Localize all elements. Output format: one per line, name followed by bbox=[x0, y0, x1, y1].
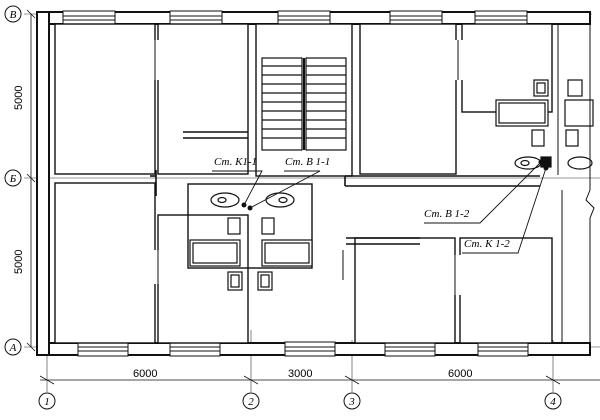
dim-v-1: 5000 bbox=[13, 86, 25, 110]
break-line bbox=[557, 12, 595, 355]
col-axis-2: 2 bbox=[248, 396, 254, 408]
col-axis-1: 1 bbox=[44, 396, 50, 408]
row-axis-markers bbox=[4, 5, 22, 356]
row-axis-a: А bbox=[9, 342, 17, 354]
dim-h-3: 6000 bbox=[448, 368, 472, 380]
central-fixtures bbox=[189, 192, 313, 291]
riser-label-b1-2: Ст. В 1-2 bbox=[424, 208, 470, 220]
col-axis-3: 3 bbox=[348, 396, 355, 408]
riser-label-k1-1: Ст. К1-1 bbox=[214, 156, 257, 168]
riser-label-k1-2: Ст. К 1-2 bbox=[464, 238, 510, 250]
row-axis-v: В bbox=[10, 9, 17, 21]
dim-h-1: 6000 bbox=[133, 368, 157, 380]
doors bbox=[150, 40, 464, 295]
right-fixtures bbox=[495, 79, 594, 170]
row-axis-b: Б bbox=[9, 173, 17, 185]
column-axis-markers bbox=[38, 392, 562, 410]
interior-walls bbox=[54, 23, 553, 344]
dim-h-2: 3000 bbox=[288, 368, 312, 380]
leader-lines bbox=[212, 161, 547, 254]
dim-v-2: 5000 bbox=[13, 250, 25, 274]
col-axis-4: 4 bbox=[550, 396, 556, 408]
riser-label-b1-1: Ст. В 1-1 bbox=[285, 156, 330, 168]
staircase bbox=[261, 57, 347, 151]
corridor-walls bbox=[150, 131, 540, 245]
bottom-windows bbox=[77, 341, 529, 357]
dimension-lines bbox=[26, 9, 600, 385]
